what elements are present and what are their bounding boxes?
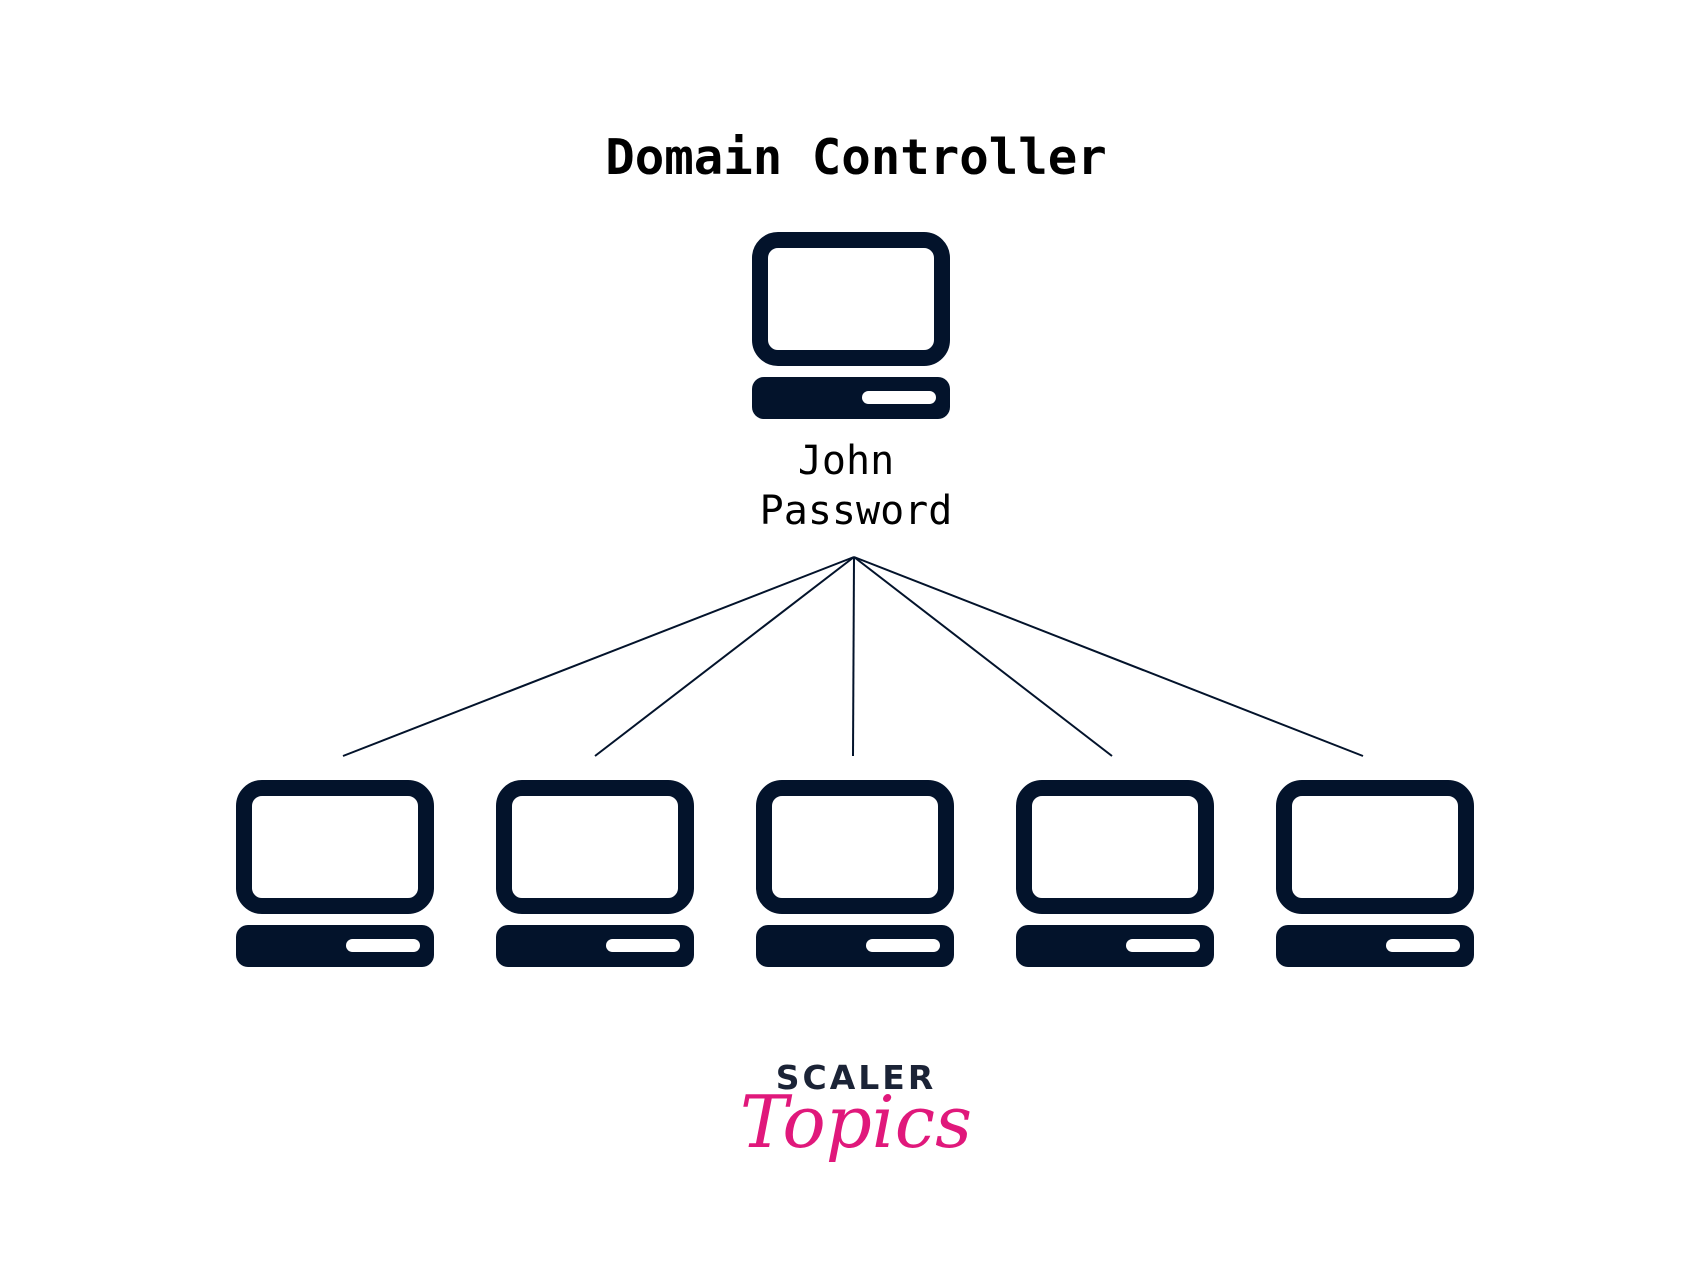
controller-label-password: Password <box>760 488 953 534</box>
client-computer-icon-1 <box>236 788 434 967</box>
connection-line-1 <box>342 556 855 757</box>
client-computer-icon-4 <box>1016 788 1214 967</box>
diagram-title: Domain Controller <box>605 129 1107 186</box>
connection-line-2 <box>594 556 855 757</box>
controller-label-user: John <box>798 438 894 484</box>
client-computer-icon-3 <box>756 788 954 967</box>
domain-controller-computer-icon <box>752 240 950 419</box>
scaler-topics-logo: SCALER Topics <box>740 1058 972 1164</box>
connection-line-4 <box>853 556 1113 757</box>
connection-lines <box>342 556 1364 757</box>
connection-line-5 <box>853 556 1364 757</box>
connection-line-3 <box>852 556 855 757</box>
logo-scaler-text: SCALER <box>776 1058 937 1097</box>
client-computer-icon-2 <box>496 788 694 967</box>
logo-topics-text: Topics <box>740 1080 972 1164</box>
client-computer-icon-5 <box>1276 788 1474 967</box>
